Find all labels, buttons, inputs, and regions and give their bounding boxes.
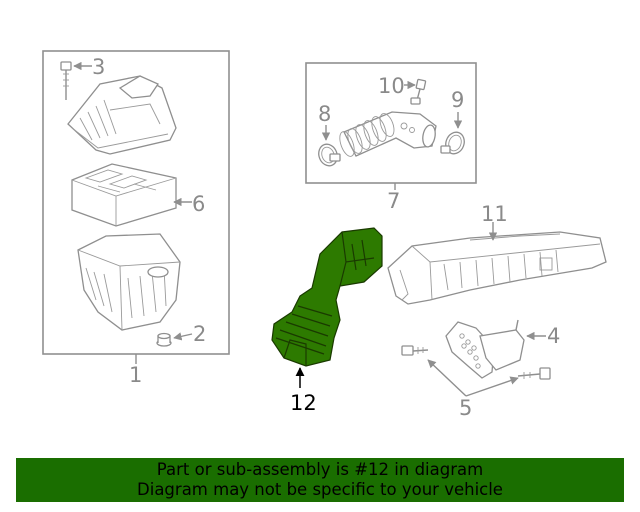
air-cleaner-cover[interactable] — [67, 75, 177, 155]
bolt-part-5-left[interactable] — [401, 345, 429, 356]
air-cleaner-assembly-group[interactable]: 1 3 6 — [42, 50, 230, 387]
inlet-hose-group[interactable]: 7 8 10 — [305, 62, 477, 213]
callout-12[interactable]: 12 — [290, 391, 317, 415]
air-inlet-duct-part-12-highlighted[interactable] — [271, 227, 383, 367]
clamp-part-8[interactable] — [316, 142, 341, 169]
callout-5[interactable]: 5 — [459, 396, 472, 420]
callout-2[interactable]: 2 — [193, 322, 206, 346]
notice-line-2: Diagram may not be specific to your vehi… — [137, 480, 503, 499]
callout-6[interactable]: 6 — [192, 192, 205, 216]
callout-9[interactable]: 9 — [451, 88, 464, 112]
inlet-duct-hose[interactable] — [337, 111, 437, 159]
bracket-part-4[interactable] — [445, 319, 525, 379]
callout-11[interactable]: 11 — [481, 202, 508, 226]
callout-1[interactable]: 1 — [129, 363, 142, 387]
bolt-part-3[interactable] — [60, 61, 72, 100]
notice-banner: Part or sub-assembly is #12 in diagram D… — [16, 458, 624, 502]
intake-duct-part-11[interactable] — [387, 231, 607, 305]
notice-line-1: Part or sub-assembly is #12 in diagram — [156, 460, 484, 479]
sensor-part-10[interactable] — [410, 78, 427, 105]
air-cleaner-housing[interactable] — [77, 233, 181, 331]
callout-4[interactable]: 4 — [547, 324, 560, 348]
callout-3[interactable]: 3 — [92, 55, 105, 79]
filter-element-part-6[interactable] — [71, 163, 177, 227]
callout-10[interactable]: 10 — [378, 74, 405, 98]
assembly-7-frame — [305, 62, 477, 184]
clamp-part-9[interactable] — [440, 130, 467, 157]
grommet-part-2[interactable] — [156, 332, 172, 347]
callout-8[interactable]: 8 — [318, 102, 331, 126]
callout-7[interactable]: 7 — [387, 189, 400, 213]
bolt-part-5-right[interactable] — [517, 367, 551, 380]
